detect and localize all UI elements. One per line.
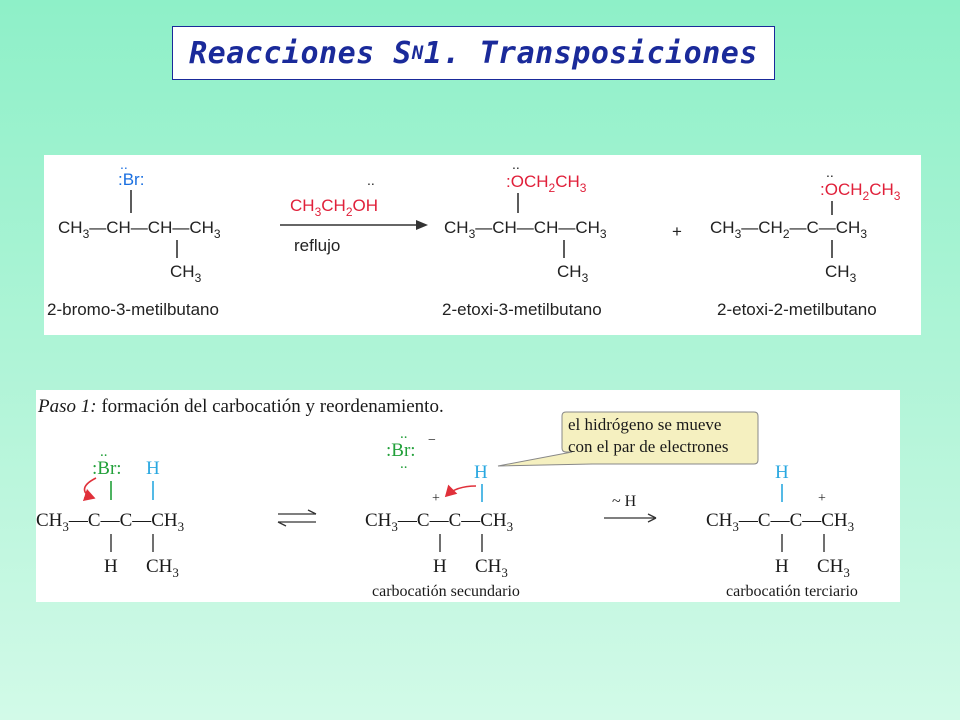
secondary-label: carbocatión secundario [372, 583, 520, 600]
reactant-name: 2-bromo-3-metilbutano [47, 300, 219, 319]
tertiary-label: carbocatión terciario [726, 583, 858, 600]
product1-methyl: CH3 [557, 262, 589, 285]
methyl-bottom: CH3 [475, 556, 508, 580]
reactant-structure: .. :Br: CH3—CH—CH—CH3 CH3 2-bromo-3-meti… [47, 156, 221, 319]
start-molecule: .. :Br: H CH3—C—C—CH3 H CH3 [36, 444, 184, 580]
condition-label: reflujo [294, 236, 340, 255]
ethoxy-group: :OCH2CH3 [820, 180, 901, 203]
lone-pair-o-reagent: .. [367, 172, 375, 188]
hydrogen-bottom: H [433, 556, 447, 577]
positive-charge: + [818, 491, 826, 506]
lone-pair-bottom: .. [400, 456, 408, 472]
reaction-panel: .. :Br: CH3—CH—CH—CH3 CH3 2-bromo-3-meti… [44, 155, 921, 335]
bromide-atom: :Br: [386, 440, 416, 461]
product2-name: 2-etoxi-2-metilbutano [717, 300, 877, 319]
electron-arrow [82, 477, 97, 502]
equilibrium-arrow [277, 509, 317, 527]
lone-pair-top: .. [100, 444, 108, 460]
hydrogen-atom: H [775, 462, 789, 483]
hydrogen-bottom: H [104, 556, 118, 577]
callout-line1: el hidrógeno se mueve [568, 415, 721, 434]
secondary-chain: CH3—C—C—CH3 [365, 510, 513, 534]
hydrogen-atom: H [474, 462, 488, 483]
lone-pair-top: .. [120, 156, 128, 172]
shift-label: ~ H [612, 493, 637, 510]
reaction-scheme: .. :Br: CH3—CH—CH—CH3 CH3 2-bromo-3-meti… [47, 156, 901, 319]
product1-structure: .. :OCH2CH3 CH3—CH—CH—CH3 CH3 2-etoxi-3-… [442, 156, 607, 319]
plus-sign: + [672, 222, 682, 241]
bromine-atom: :Br: [118, 170, 144, 189]
negative-charge: − [428, 433, 436, 448]
lone-pair-top: .. [400, 426, 408, 442]
reactant-methyl: CH3 [170, 262, 202, 285]
hydride-shift-arrow [444, 484, 477, 498]
title-subscript: N [411, 42, 424, 64]
tertiary-chain: CH3—C—C—CH3 [706, 510, 854, 534]
ethoxy-group: :OCH2CH3 [506, 172, 587, 195]
step-heading: Paso 1: formación del carbocatión y reor… [37, 396, 444, 417]
reagent-label: CH3CH2OH [290, 196, 378, 219]
mechanism-scheme: Paso 1: formación del carbocatión y reor… [36, 396, 858, 600]
title-text-before: Reacciones S [189, 35, 412, 71]
step-label: Paso 1: [37, 396, 97, 417]
product2-chain: CH3—CH2—C—CH3 [710, 218, 867, 241]
methyl-bottom: CH3 [817, 556, 850, 580]
title-text-after: 1. Transposiciones [423, 35, 758, 71]
bromide-ion: .. :Br: − .. [386, 426, 436, 472]
positive-charge: + [432, 491, 440, 506]
hydrogen-atom: H [146, 458, 160, 479]
hydrogen-bottom: H [775, 556, 789, 577]
lone-pair-top: .. [826, 164, 834, 180]
product1-name: 2-etoxi-3-metilbutano [442, 300, 602, 319]
secondary-carbocation: H + CH3—C—C—CH3 H CH3 carbocatión secund… [365, 462, 520, 600]
methyl-bottom: CH3 [146, 556, 179, 580]
tertiary-carbocation: H + CH3—C—C—CH3 H CH3 carbocatión tercia… [706, 462, 858, 600]
lone-pair-top: .. [512, 156, 520, 172]
shift-arrow: ~ H [604, 493, 657, 523]
bromine-atom: :Br: [92, 458, 122, 479]
reactant-chain: CH3—CH—CH—CH3 [58, 218, 221, 241]
product2-methyl: CH3 [825, 262, 857, 285]
hydrogen-callout: el hidrógeno se mueve con el par de elec… [497, 411, 759, 467]
start-chain: CH3—C—C—CH3 [36, 510, 184, 534]
reaction-arrow-group: .. CH3CH2OH reflujo [280, 172, 428, 255]
mechanism-panel: Paso 1: formación del carbocatión y reor… [36, 390, 900, 602]
callout-line2: con el par de electrones [568, 437, 728, 456]
step-text: formación del carbocatión y reordenamien… [101, 396, 443, 417]
product1-chain: CH3—CH—CH—CH3 [444, 218, 607, 241]
product2-structure: .. :OCH2CH3 CH3—CH2—C—CH3 CH3 2-etoxi-2-… [710, 164, 901, 319]
